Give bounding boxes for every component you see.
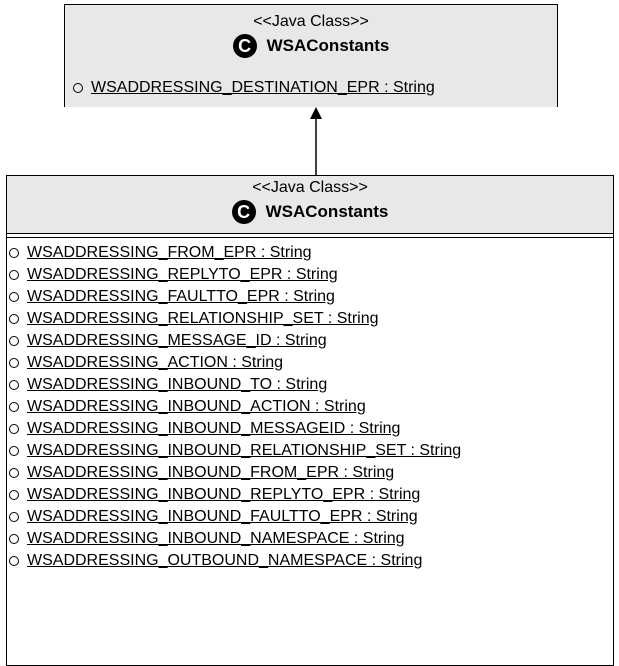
public-field-icon <box>73 83 83 93</box>
parent-class-name: WSAConstants <box>266 36 390 55</box>
attribute-label: WSADDRESSING_OUTBOUND_NAMESPACE : String <box>27 552 423 569</box>
public-field-icon <box>9 314 19 324</box>
public-field-icon <box>9 534 19 544</box>
attribute-row[interactable]: WSADDRESSING_ACTION : String <box>9 352 613 374</box>
attribute-row[interactable]: WSADDRESSING_INBOUND_RELATIONSHIP_SET : … <box>9 440 613 462</box>
public-field-icon <box>9 380 19 390</box>
arrow-head <box>310 107 322 119</box>
attribute-row[interactable]: WSADDRESSING_INBOUND_FAULTTO_EPR : Strin… <box>9 506 613 528</box>
attribute-label: WSADDRESSING_INBOUND_NAMESPACE : String <box>27 530 405 547</box>
public-field-icon <box>9 402 19 412</box>
attribute-row[interactable]: WSADDRESSING_INBOUND_NAMESPACE : String <box>9 528 613 550</box>
child-class-name: WSAConstants <box>265 202 389 221</box>
attribute-row[interactable]: WSADDRESSING_INBOUND_FROM_EPR : String <box>9 462 613 484</box>
attribute-row[interactable]: WSADDRESSING_OUTBOUND_NAMESPACE : String <box>9 550 613 572</box>
child-class-header: <<Java Class>> C WSAConstants <box>7 176 613 234</box>
attribute-label: WSADDRESSING_FAULTTO_EPR : String <box>27 288 335 305</box>
child-class-box[interactable]: <<Java Class>> C WSAConstants WSADDRESSI… <box>6 175 614 666</box>
attribute-row[interactable]: WSADDRESSING_INBOUND_REPLYTO_EPR : Strin… <box>9 484 613 506</box>
public-field-icon <box>9 556 19 566</box>
attribute-row[interactable]: WSADDRESSING_DESTINATION_EPR : String <box>73 77 557 99</box>
parent-class-header: <<Java Class>> C WSAConstants <box>65 5 557 73</box>
attribute-label: WSADDRESSING_INBOUND_REPLYTO_EPR : Strin… <box>27 486 421 503</box>
attribute-label: WSADDRESSING_ACTION : String <box>27 354 284 371</box>
attribute-label: WSADDRESSING_DESTINATION_EPR : String <box>91 79 435 96</box>
attribute-label: WSADDRESSING_FROM_EPR : String <box>27 244 312 261</box>
attribute-label: WSADDRESSING_INBOUND_ACTION : String <box>27 398 366 415</box>
child-class-attributes: WSADDRESSING_FROM_EPR : String WSADDRESS… <box>7 238 613 572</box>
public-field-icon <box>9 468 19 478</box>
attribute-label: WSADDRESSING_RELATIONSHIP_SET : String <box>27 310 379 327</box>
attribute-label: WSADDRESSING_INBOUND_TO : String <box>27 376 328 393</box>
child-class-title: C WSAConstants <box>7 200 613 224</box>
attribute-row[interactable]: WSADDRESSING_INBOUND_ACTION : String <box>9 396 613 418</box>
public-field-icon <box>9 358 19 368</box>
parent-class-attributes: WSADDRESSING_DESTINATION_EPR : String <box>65 73 557 107</box>
attribute-row[interactable]: WSADDRESSING_FROM_EPR : String <box>9 242 613 264</box>
parent-class-title: C WSAConstants <box>65 34 557 58</box>
public-field-icon <box>9 512 19 522</box>
child-class-stereotype: <<Java Class>> <box>252 179 368 196</box>
generalization-arrow <box>310 107 322 175</box>
attribute-row[interactable]: WSADDRESSING_RELATIONSHIP_SET : String <box>9 308 613 330</box>
class-icon: C <box>232 34 257 58</box>
attribute-row[interactable]: WSADDRESSING_INBOUND_MESSAGEID : String <box>9 418 613 440</box>
attribute-label: WSADDRESSING_INBOUND_FROM_EPR : String <box>27 464 395 481</box>
attribute-label: WSADDRESSING_MESSAGE_ID : String <box>27 332 327 349</box>
public-field-icon <box>9 248 19 258</box>
attribute-label: WSADDRESSING_INBOUND_MESSAGEID : String <box>27 420 401 437</box>
public-field-icon <box>9 336 19 346</box>
public-field-icon <box>9 270 19 280</box>
public-field-icon <box>9 424 19 434</box>
attribute-row[interactable]: WSADDRESSING_INBOUND_TO : String <box>9 374 613 396</box>
attribute-row[interactable]: WSADDRESSING_FAULTTO_EPR : String <box>9 286 613 308</box>
attribute-row[interactable]: WSADDRESSING_MESSAGE_ID : String <box>9 330 613 352</box>
public-field-icon <box>9 292 19 302</box>
operations-divider <box>7 237 613 238</box>
attribute-label: WSADDRESSING_INBOUND_FAULTTO_EPR : Strin… <box>27 508 418 525</box>
attribute-label: WSADDRESSING_REPLYTO_EPR : String <box>27 266 338 283</box>
attribute-row[interactable]: WSADDRESSING_REPLYTO_EPR : String <box>9 264 613 286</box>
parent-class-box[interactable]: <<Java Class>> C WSAConstants WSADDRESSI… <box>64 4 558 107</box>
class-icon: C <box>231 200 256 224</box>
public-field-icon <box>9 446 19 456</box>
parent-class-stereotype: <<Java Class>> <box>253 13 369 30</box>
public-field-icon <box>9 490 19 500</box>
attribute-label: WSADDRESSING_INBOUND_RELATIONSHIP_SET : … <box>27 442 462 459</box>
